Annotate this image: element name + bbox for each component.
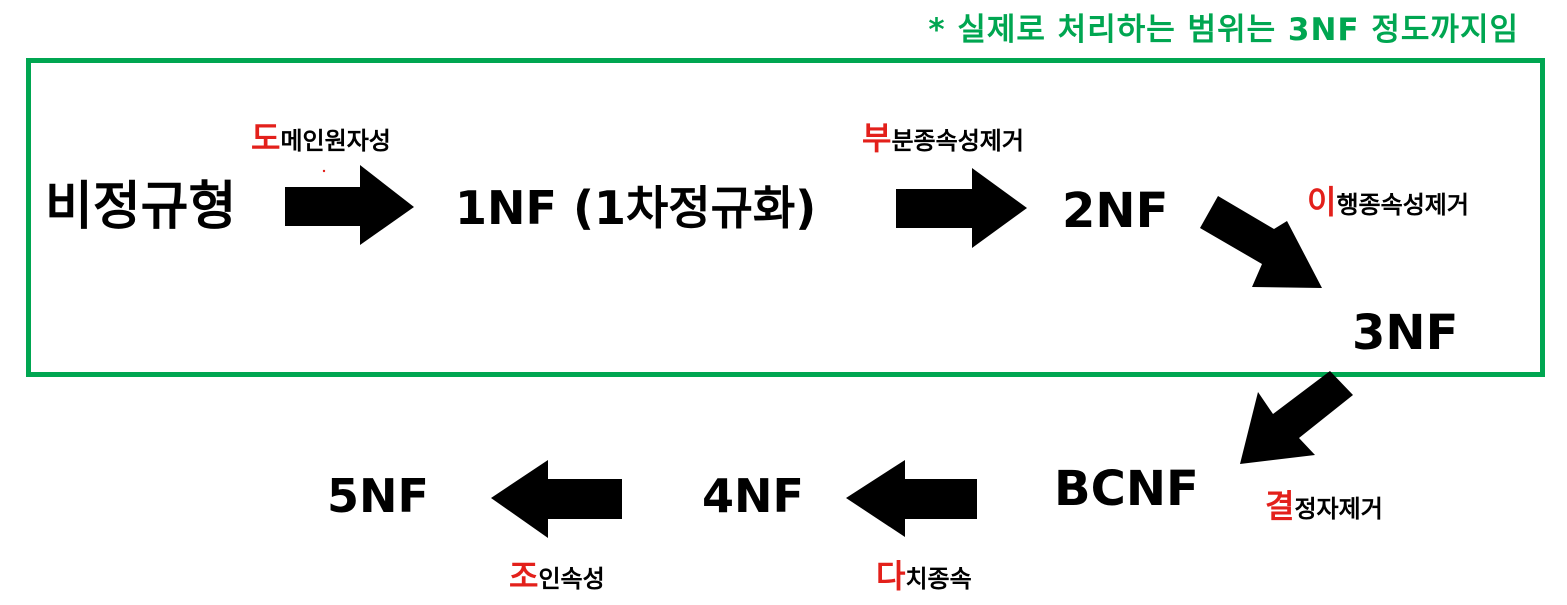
- node-unnormalized: 비정규형: [45, 177, 237, 237]
- node-5nf: 5NF: [327, 469, 429, 523]
- label-initial: 조: [509, 557, 539, 595]
- node-bcnf: BCNF: [1054, 461, 1199, 517]
- label-initial: 부: [862, 119, 892, 157]
- label-join-dependency: 조인속성: [509, 560, 605, 592]
- scope-note: * 실제로 처리하는 범위는 3NF 정도까지임: [928, 12, 1519, 48]
- arrow-4nf-to-5nf: [491, 460, 622, 538]
- label-partial-dependency: 부분종속성제거: [862, 122, 1024, 154]
- arrow-unnormalized-to-1nf: [285, 165, 414, 245]
- arrow-1nf-to-2nf: [896, 168, 1027, 248]
- label-multivalued-dependency: 다치종속: [876, 560, 972, 592]
- label-transitive-dependency: 이행종속성제거: [1307, 186, 1469, 218]
- node-1nf: 1NF (1차정규화): [455, 181, 817, 235]
- label-rest: 정자제거: [1294, 495, 1383, 523]
- node-3nf: 3NF: [1352, 305, 1459, 361]
- label-initial: 결: [1265, 487, 1295, 525]
- label-rest: 인속성: [538, 565, 605, 593]
- label-rest: 분종속성제거: [891, 127, 1024, 155]
- arrow-3nf-to-bcnf: [1240, 371, 1353, 464]
- node-2nf: 2NF: [1062, 183, 1169, 239]
- label-initial: 다: [876, 557, 906, 595]
- stray-dot: [322, 169, 326, 173]
- label-rest: 행종속성제거: [1336, 191, 1469, 219]
- arrow-bcnf-to-4nf: [846, 460, 977, 537]
- label-rest: 치종속: [905, 565, 972, 593]
- label-determinant: 결정자제거: [1265, 490, 1383, 522]
- node-4nf: 4NF: [702, 469, 804, 523]
- label-initial: 이: [1307, 183, 1337, 221]
- label-initial: 도: [251, 119, 281, 157]
- scope-box: [26, 58, 1545, 377]
- arrow-2nf-to-3nf: [1200, 196, 1322, 288]
- label-rest: 메인원자성: [280, 127, 391, 155]
- label-domain-atomicity: 도메인원자성: [251, 122, 391, 154]
